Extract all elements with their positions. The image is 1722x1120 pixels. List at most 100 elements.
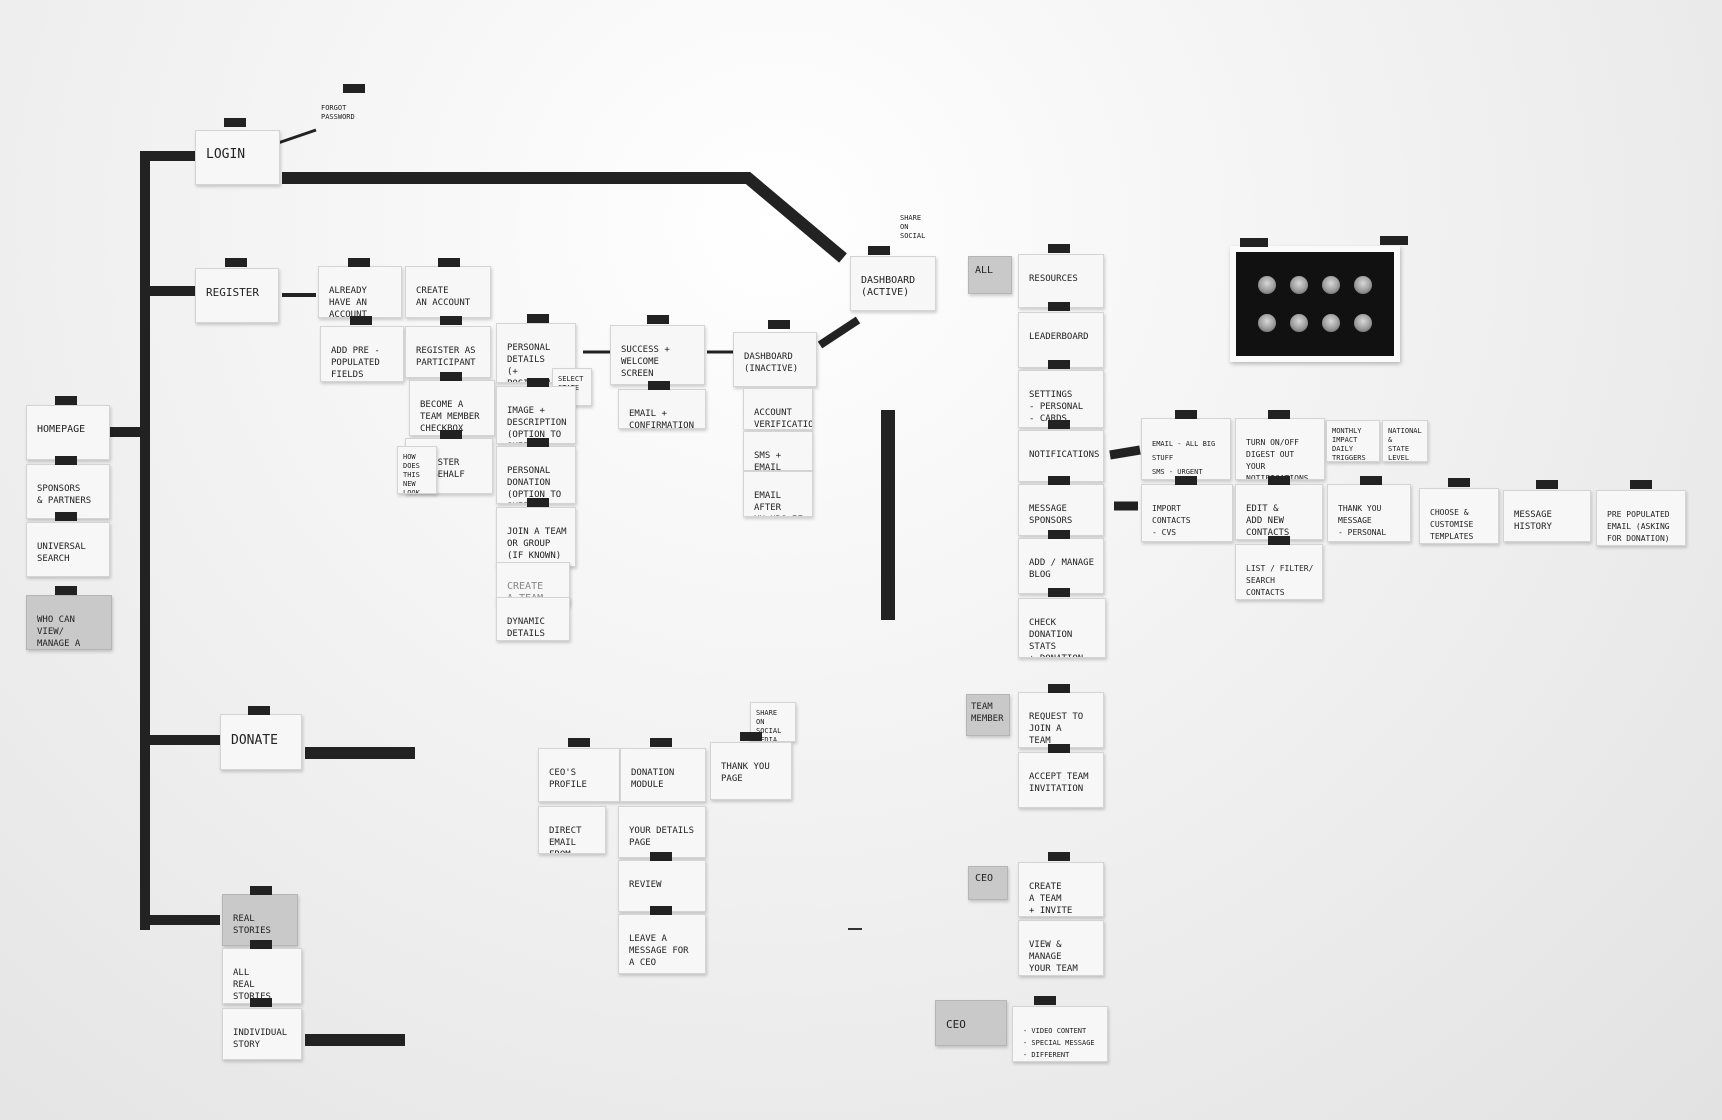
dynamic-details-card[interactable]: DYNAMIC DETAILS VERIFICATION xyxy=(496,597,570,641)
add-prepopulated-card: ADD PRE - POPULATED FIELDS xyxy=(320,326,404,382)
tape-strip xyxy=(1268,476,1290,485)
team-avatar xyxy=(1322,276,1340,294)
homepage-card[interactable]: HOMEPAGE xyxy=(26,405,110,460)
tape-strip xyxy=(1048,244,1070,253)
tape-strip xyxy=(648,381,670,390)
share-on-social-note: SHARE ON SOCIAL xyxy=(900,214,926,240)
tape-strip xyxy=(650,852,672,861)
sms-email-card: SMS + EMAIL THAT ACCOUNT IS ACTIVATED xyxy=(743,431,813,471)
team-photo xyxy=(1230,246,1400,362)
team-avatar xyxy=(1258,276,1276,294)
arrow-login-forgot xyxy=(277,128,317,145)
tape-strip xyxy=(1034,996,1056,1005)
tape-strip xyxy=(527,314,549,323)
notifications-card[interactable]: NOTIFICATIONS xyxy=(1018,430,1104,482)
tape-strip xyxy=(248,706,270,715)
team-avatar xyxy=(1258,314,1276,332)
thank-you-page-card[interactable]: THANK YOU PAGE xyxy=(710,742,792,800)
already-account-card[interactable]: ALREADY HAVE AN ACCOUNT xyxy=(318,266,402,318)
settings-card[interactable]: SETTINGS - PERSONAL - CARDS xyxy=(1018,370,1104,428)
tape-strip xyxy=(650,906,672,915)
tape-strip xyxy=(527,438,549,447)
tape-strip xyxy=(438,258,460,267)
real-stories-card[interactable]: REAL STORIES xyxy=(222,894,298,946)
login-card[interactable]: LOGIN xyxy=(195,130,280,185)
tape-strip xyxy=(1048,852,1070,861)
account-verification-card[interactable]: ACCOUNT VERIFICATION xyxy=(743,388,813,430)
tape-strip xyxy=(1240,238,1268,247)
all-card: ALL xyxy=(968,256,1012,294)
tape-strip xyxy=(1048,684,1070,693)
team-avatar xyxy=(1322,314,1340,332)
message-sponsors-card[interactable]: MESSAGE SPONSORS xyxy=(1018,484,1104,536)
who-can-view-card: WHO CAN VIEW/ MANAGE A GROUP? xyxy=(26,595,112,650)
add-manage-blog-card[interactable]: ADD / MANAGE BLOG xyxy=(1018,538,1104,594)
universal-search-card[interactable]: UNIVERSAL SEARCH xyxy=(26,522,110,577)
tape-strip xyxy=(1175,476,1197,485)
email-after-card: EMAIL AFTER XX HRS IF NOT LOGGED IN xyxy=(743,471,813,517)
tape-inactive-to-active xyxy=(817,316,861,349)
review-card[interactable]: REVIEW xyxy=(618,860,706,912)
tape-strip xyxy=(1630,480,1652,489)
tape-strip xyxy=(1175,410,1197,419)
dashboard-inactive-card[interactable]: DASHBOARD (INACTIVE) xyxy=(733,332,817,387)
tape-strip xyxy=(1268,410,1290,419)
tape-strip xyxy=(1360,476,1382,485)
email-confirmation-card[interactable]: EMAIL + CONFIRMATION (VIA EMAIL) xyxy=(618,389,706,429)
all-real-stories-card[interactable]: ALL REAL STORIES SHOWCASED xyxy=(222,948,302,1004)
register-as-participant-card[interactable]: REGISTER AS PARTICIPANT xyxy=(405,326,491,378)
become-team-member-card[interactable]: BECOME A TEAM MEMBER CHECKBOX xyxy=(409,380,495,436)
resources-card[interactable]: RESOURCES xyxy=(1018,254,1104,308)
tape-strip xyxy=(1048,420,1070,429)
create-team-invite-card[interactable]: CREATE A TEAM + INVITE xyxy=(1018,862,1104,917)
stray-tape-mark xyxy=(848,928,862,930)
how-does-this-look-note: HOW DOES THIS NEW LOOK LIKE ? xyxy=(397,446,437,494)
leave-message-ceo-card[interactable]: LEAVE A MESSAGE FOR A CEO xyxy=(618,914,706,974)
tape-strip xyxy=(1536,480,1558,489)
tape-strip xyxy=(647,315,669,324)
tape-strip xyxy=(1048,360,1070,369)
register-card[interactable]: REGISTER xyxy=(195,268,279,323)
accept-team-invitation-card[interactable]: ACCEPT TEAM INVITATION xyxy=(1018,752,1104,808)
success-welcome-card[interactable]: SUCCESS + WELCOME SCREEN xyxy=(610,325,705,385)
leaderboard-card[interactable]: LEADERBOARD xyxy=(1018,312,1104,368)
team-member-card: TEAM MEMBER xyxy=(966,694,1010,736)
choose-templates-card[interactable]: CHOOSE & CUSTOMISE TEMPLATES xyxy=(1419,488,1499,544)
add-new-contacts-card[interactable]: EDIT & ADD NEW CONTACTS xyxy=(1235,484,1323,540)
team-avatar xyxy=(1290,276,1308,294)
turn-on-off-digest-card[interactable]: TURN ON/OFF DIGEST OUT YOUR NOTIFICATION… xyxy=(1235,418,1325,480)
individual-story-card[interactable]: INDIVIDUAL STORY xyxy=(222,1008,302,1060)
ceo-profile-card[interactable]: CEO's PROFILE xyxy=(538,748,620,802)
donate-card[interactable]: DONATE xyxy=(220,714,302,770)
image-description-card[interactable]: IMAGE + DESCRIPTION (OPTION TO SKIP) xyxy=(496,386,576,444)
personal-details-card[interactable]: PERSONAL DETAILS (+ POSITION) xyxy=(496,323,576,383)
dashboard-active-card[interactable]: DASHBOARD (ACTIVE) xyxy=(850,256,936,311)
video-content-card: - VIDEO CONTENT - SPECIAL MESSAGE - DIFF… xyxy=(1012,1006,1108,1062)
sponsors-partners-card[interactable]: SPONSORS & PARTNERS xyxy=(26,464,110,519)
tape-strip xyxy=(348,258,370,267)
pre-populated-email-card[interactable]: PRE POPULATED EMAIL (ASKING FOR DONATION… xyxy=(1596,490,1686,546)
join-team-card[interactable]: JOIN A TEAM OR GROUP (IF KNOWN) (OPTION … xyxy=(496,507,576,567)
message-history-card[interactable]: MESSAGE HISTORY xyxy=(1503,490,1591,542)
tape-strip xyxy=(527,498,549,507)
team-photo-grid xyxy=(1236,252,1394,356)
request-join-team-card[interactable]: REQUEST TO JOIN A TEAM xyxy=(1018,692,1104,748)
thank-you-message-card[interactable]: THANK YOU MESSAGE - PERSONAL - GENERIC xyxy=(1327,484,1411,542)
create-account-card[interactable]: CREATE AN ACCOUNT xyxy=(405,266,491,318)
list-filter-search-card[interactable]: LIST / FILTER/ SEARCH CONTACTS xyxy=(1235,544,1323,600)
tape-strip xyxy=(55,396,77,405)
donation-module-card[interactable]: DONATION MODULE xyxy=(620,748,706,802)
tape-strip xyxy=(1048,476,1070,485)
tape-strip xyxy=(740,732,762,741)
tape-strip xyxy=(1268,536,1290,545)
direct-email-ceo-card: DIRECT EMAIL FROM CEO xyxy=(538,806,606,854)
view-manage-team-card[interactable]: VIEW & MANAGE YOUR TEAM xyxy=(1018,920,1104,976)
ceo-grey-card: CEO xyxy=(935,1000,1007,1046)
tape-strip xyxy=(440,430,462,439)
import-contacts-card[interactable]: IMPORT CONTACTS - CVS - MANUAL - SOCIAL xyxy=(1141,484,1233,542)
personal-donation-card[interactable]: PERSONAL DONATION (OPTION TO SKIP) xyxy=(496,446,576,504)
team-avatar xyxy=(1354,276,1372,294)
check-donation-stats-card[interactable]: CHECK DONATION STATS + DONATION HISTORY xyxy=(1018,598,1106,658)
your-details-page-card[interactable]: YOUR DETAILS PAGE xyxy=(618,806,706,858)
